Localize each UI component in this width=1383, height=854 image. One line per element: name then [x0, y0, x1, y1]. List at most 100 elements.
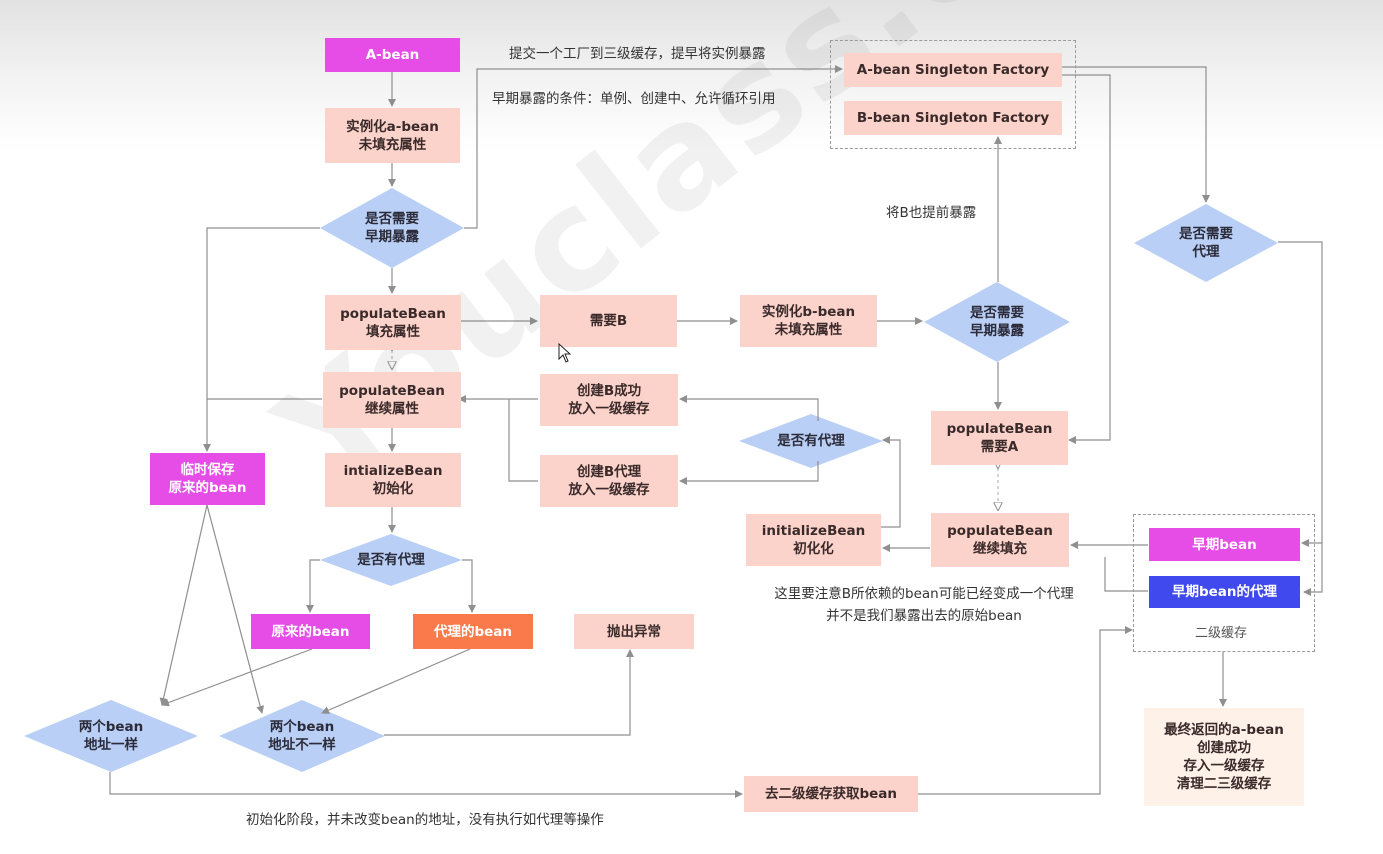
- early-bean-proxy: 早期bean的代理: [1149, 576, 1300, 608]
- edge-decision-factory: [464, 65, 843, 229]
- final-line3: 存入一级缓存: [1183, 758, 1265, 774]
- proxy-warning-line1: 这里要注意B所依赖的bean可能已经变成一个代理: [774, 586, 1074, 602]
- a-factory-label: A-bean Singleton Factory: [856, 62, 1050, 78]
- final-result: 最终返回的a-bean 创建成功 存入一级缓存 清理二三级缓存: [1144, 708, 1304, 806]
- edge-afactory-populateb: [1062, 74, 1111, 444]
- populate-a-fill-line2: 填充属性: [366, 323, 420, 340]
- get-l2-label: 去二级缓存获取bean: [764, 786, 898, 802]
- b-expose-note: 将B也提前暴露: [886, 205, 977, 221]
- get-from-second-level-cache: 去二级缓存获取bean: [744, 776, 918, 812]
- need-proxy: 是否需要 代理: [1134, 204, 1278, 282]
- populate-b-need-a: populateBean 需要A: [931, 411, 1068, 465]
- edge-original-same: [161, 648, 313, 707]
- third-level-cache-group: [830, 40, 1076, 149]
- same-address-decision: 两个bean 地址一样: [24, 700, 198, 772]
- initialize-b-line1: initializeBean: [761, 523, 866, 539]
- mouse-cursor-icon: [558, 343, 572, 363]
- populate-b-continue-line1: populateBean: [947, 523, 1053, 539]
- edge-proxy-original: [306, 559, 320, 613]
- proxy-bean: 代理的bean: [413, 614, 533, 649]
- edge-temp-diff: [206, 504, 265, 714]
- initialize-a-line1: intializeBean: [343, 463, 443, 479]
- need-early-expose-b: 是否需要 早期暴露: [924, 282, 1070, 362]
- same-addr-line1: 两个bean: [78, 719, 144, 735]
- temp-save-line1: 临时保存: [180, 462, 235, 478]
- need-early-b-line1: 是否需要: [970, 305, 1024, 321]
- instantiate-b-bean: 实例化b-bean 未填充属性: [740, 295, 877, 347]
- need-b: 需要B: [540, 295, 677, 347]
- edge-afactory-needproxy: [1062, 66, 1210, 203]
- edge-decision-temp-save: [203, 227, 320, 452]
- throw-exception: 抛出异常: [574, 614, 694, 649]
- need-b-label: 需要B: [589, 313, 628, 329]
- diff-addr-line2: 地址不一样: [268, 737, 336, 753]
- need-early-b-line2: 早期暴露: [970, 323, 1024, 339]
- throw-exception-label: 抛出异常: [607, 623, 661, 640]
- early-bean-label: 早期bean: [1192, 536, 1257, 553]
- init-stage-note: 初始化阶段，并未改变bean的地址，没有执行如代理等操作: [246, 812, 604, 828]
- edge-temp-same: [159, 504, 208, 706]
- has-proxy-a: 是否有代理: [320, 534, 462, 586]
- instantiate-b-line2: 未填充属性: [774, 322, 843, 338]
- edge-needproxy-l2: [1278, 241, 1323, 596]
- edge-createproxy-continue: [508, 399, 538, 482]
- need-early-a-line2: 早期暴露: [365, 229, 419, 245]
- early-bean-proxy-label: 早期bean的代理: [1171, 584, 1278, 600]
- populate-a-continue-line2: 继续属性: [365, 401, 419, 417]
- final-line1: 最终返回的a-bean: [1164, 722, 1284, 738]
- has-proxy-b-label: 是否有代理: [777, 433, 845, 449]
- edge-getl2-cache: [918, 626, 1133, 795]
- b-factory-label: B-bean Singleton Factory: [856, 110, 1050, 126]
- populate-b-need-a-line2: 需要A: [980, 439, 1019, 455]
- instantiate-b-line1: 实例化b-bean: [761, 304, 856, 320]
- populate-a-continue: populateBean 继续属性: [323, 372, 461, 428]
- initialize-a-line2: 初始化: [372, 481, 414, 497]
- final-line4: 清理二三级缓存: [1176, 776, 1272, 792]
- populate-a-fill-line1: populateBean: [340, 305, 446, 322]
- create-b-ok-line2: 放入一级缓存: [568, 401, 650, 417]
- instantiate-a-line2: 未填充属性: [358, 136, 427, 153]
- need-early-expose-a: 是否需要 早期暴露: [320, 188, 464, 268]
- edge-proxy-proxybean: [462, 559, 476, 613]
- populate-b-continue-line2: 继续填充: [973, 541, 1027, 557]
- proxy-warning-note: 这里要注意B所依赖的bean可能已经变成一个代理 并不是我们暴露出去的原始bea…: [740, 583, 1108, 627]
- instantiate-a-line1: 实例化a-bean: [346, 118, 439, 135]
- original-bean-label: 原来的bean: [271, 623, 350, 640]
- original-bean: 原来的bean: [251, 614, 370, 649]
- populate-a-continue-line1: populateBean: [339, 383, 445, 399]
- a-bean-start: A-bean: [325, 38, 460, 72]
- need-proxy-line1: 是否需要: [1179, 226, 1233, 242]
- need-proxy-line2: 代理: [1192, 244, 1220, 260]
- edge-diff-exception: [384, 649, 634, 736]
- edge-init-b-proxy: [881, 436, 901, 528]
- final-line2: 创建成功: [1197, 740, 1251, 756]
- initialize-b-line2: 初化化: [793, 541, 834, 557]
- a-bean-label: A-bean: [365, 47, 420, 63]
- proxy-warning-line2: 并不是我们暴露出去的原始bean: [826, 608, 1022, 624]
- populate-a-fill: populateBean 填充属性: [325, 295, 461, 350]
- has-proxy-b: 是否有代理: [739, 414, 883, 468]
- create-b-proxy: 创建B代理 放入一级缓存: [540, 455, 678, 507]
- instantiate-a-bean: 实例化a-bean 未填充属性: [325, 108, 460, 163]
- has-proxy-a-label: 是否有代理: [357, 552, 425, 568]
- b-bean-singleton-factory: B-bean Singleton Factory: [844, 101, 1062, 135]
- create-b-success: 创建B成功 放入一级缓存: [540, 374, 678, 426]
- second-level-cache-label: 二级缓存: [1195, 626, 1248, 641]
- need-early-a-line1: 是否需要: [365, 211, 419, 227]
- edge-same-getl2: [109, 772, 743, 798]
- populate-b-need-a-line1: populateBean: [946, 421, 1053, 437]
- submit-factory-note: 提交一个工厂到三级缓存，提早将实例暴露: [509, 46, 766, 62]
- create-b-proxy-line2: 放入一级缓存: [568, 482, 650, 498]
- diff-addr-line1: 两个bean: [269, 719, 335, 735]
- initialize-a: intializeBean 初始化: [325, 453, 461, 507]
- different-address-decision: 两个bean 地址不一样: [219, 700, 385, 772]
- a-bean-singleton-factory: A-bean Singleton Factory: [844, 53, 1062, 87]
- initialize-b: initializeBean 初化化: [746, 514, 881, 566]
- proxy-bean-label: 代理的bean: [433, 623, 513, 640]
- same-addr-line2: 地址一样: [84, 737, 138, 753]
- temp-save-original: 临时保存 原来的bean: [150, 453, 265, 505]
- create-b-proxy-line1: 创建B代理: [576, 464, 642, 480]
- create-b-ok-line1: 创建B成功: [576, 383, 642, 399]
- populate-b-continue: populateBean 继续填充: [931, 513, 1069, 567]
